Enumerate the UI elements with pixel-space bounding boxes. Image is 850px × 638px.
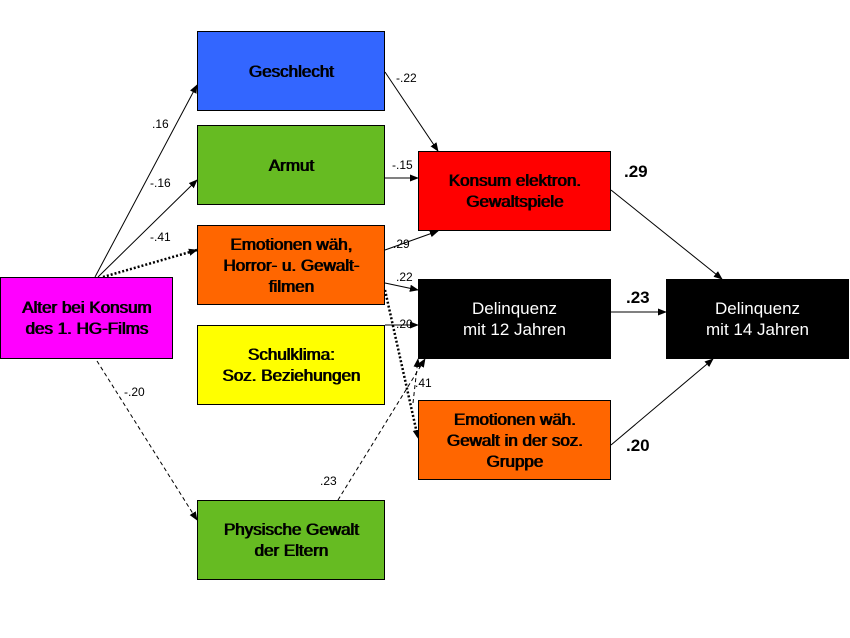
node-label-line: mit 12 Jahren [463,320,566,339]
coef-delinquenz12-delinquenz14: .23 [626,288,650,307]
arrow-alter-to-physische-gewalt [96,360,198,521]
node-label-line: Delinquenz [471,299,558,318]
node-label-line: Gruppe [486,451,543,471]
node-armut: Armut [197,125,385,205]
node-label-line: Soz. Beziehungen [222,366,360,385]
node-label-line: Emotionen wäh. [453,409,576,429]
node-label-line: Armut [268,155,314,175]
arrow-emotionen-horror-to-emotionen-gruppe [383,289,420,439]
node-delinquenz-12: Delinquenz mit 12 Jahren [418,279,611,359]
node-emotionen-horror: Emotionen wäh, Horror- u. Gewalt- filmen [197,225,385,305]
coef-emotionen-gruppe-delinquenz12: .41 [415,376,432,390]
coef-emotionen-konsum: .29 [393,237,410,251]
node-alter-bei-konsum: Alter bei Konsum des 1. HG-Films [0,277,173,359]
arrow-emotionen-horror-to-delinquenz12 [384,282,419,292]
coef-alter-emotionen-horror: -.41 [150,230,171,244]
coef-alter-armut: -.16 [150,176,171,190]
arrow-alter-to-emotionen-horror [102,248,198,279]
node-label-line: Geschlecht [248,61,334,81]
node-label-line: filmen [268,276,314,296]
node-delinquenz-14: Delinquenz mit 14 Jahren [666,279,849,359]
coef-alter-physische-gewalt: -.20 [124,385,145,399]
node-label-line: der Eltern [254,541,328,560]
arrow-emotionen-gruppe-to-delinquenz12 [412,358,421,404]
node-label-line: Gewaltspiele [465,192,564,211]
node-label-line: mit 14 Jahren [706,320,809,339]
node-label-line: Horror- u. Gewalt- [222,255,360,275]
arrow-alter-to-armut [97,179,198,278]
coef-physische-gewalt-delinquenz12: .23 [320,474,337,488]
node-label-line: Schulklima: [247,345,335,364]
coef-emotionen-gruppe-delinquenz14: .20 [626,436,650,455]
node-label-line: Gewalt in der soz. [446,430,583,450]
node-label-line: Emotionen wäh, [230,234,352,254]
node-label-line: Alter bei Konsum [21,298,152,317]
arrow-emotionen-horror-to-konsum-spiele [384,230,439,251]
coef-alter-geschlecht: .16 [152,117,169,131]
node-schulklima: Schulklima: Soz. Beziehungen [197,325,385,405]
node-label-line: des 1. HG-Films [25,319,148,338]
coef-emotionen-delinquenz12: .22 [396,270,413,284]
arrow-geschlecht-to-konsum-spiele [384,71,439,152]
coef-konsum-delinquenz14: .29 [624,162,648,181]
node-label-line: Physische Gewalt [223,520,359,539]
node-emotionen-gruppe: Emotionen wäh. Gewalt in der soz. Gruppe [418,400,611,480]
arrow-alter-to-geschlecht [94,84,198,278]
arrow-emotionen-gruppe-to-delinquenz14 [610,358,714,446]
node-physische-gewalt: Physische Gewalt der Eltern [197,500,385,580]
coef-armut-konsum: -.15 [392,158,413,172]
node-konsum-gewaltspiele: Konsum elektron. Gewaltspiele [418,151,611,231]
coef-schulklima-delinquenz12: -.20 [392,317,413,331]
node-label-line: Konsum elektron. [448,171,581,190]
node-label-line: Delinquenz [714,299,801,318]
node-geschlecht: Geschlecht [197,31,385,111]
coef-geschlecht-konsum: -.22 [396,71,417,85]
arrow-konsum-spiele-to-delinquenz14 [610,189,723,280]
